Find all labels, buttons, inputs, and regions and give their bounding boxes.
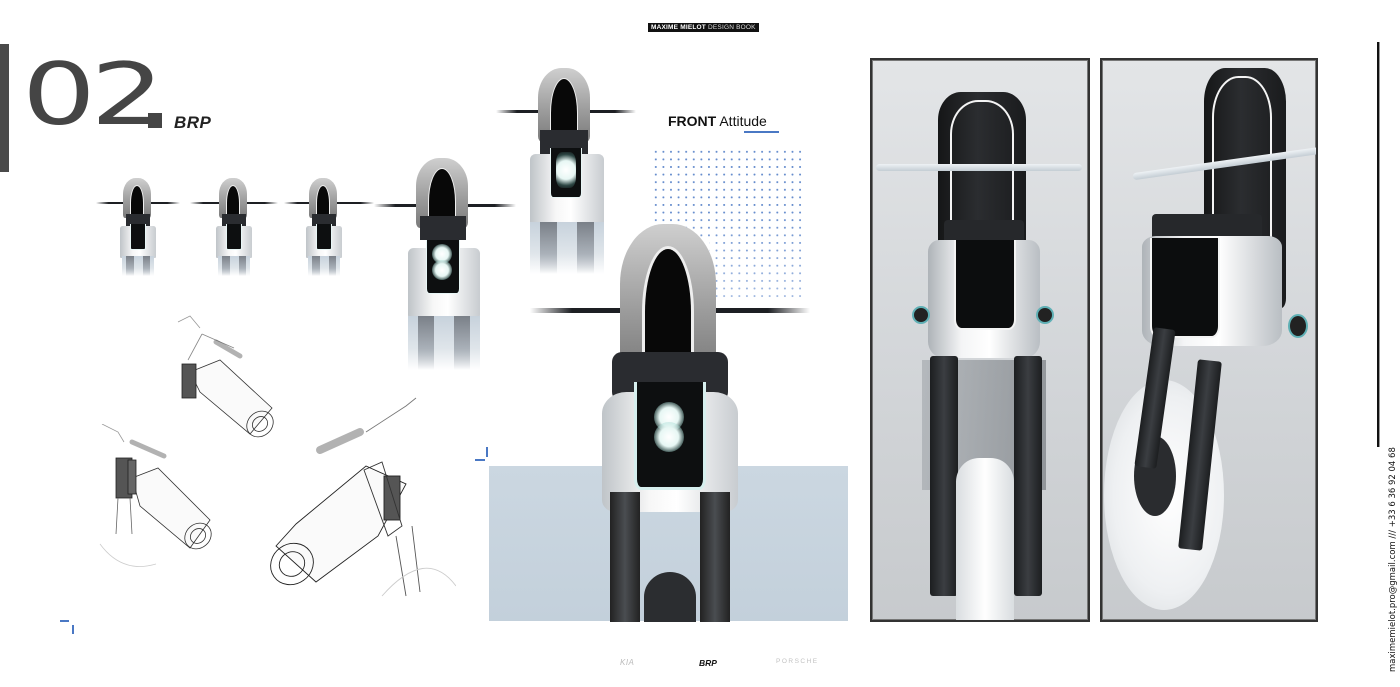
section-number: 02	[22, 45, 164, 145]
logo-kia: KIA	[620, 658, 635, 667]
corner-mark	[72, 625, 74, 634]
sketch-top	[177, 315, 274, 438]
caption-bold: FRONT	[668, 113, 717, 129]
contact-divider	[1377, 42, 1379, 447]
logo-porsche: PORSCHE	[776, 658, 819, 665]
contact-separator: ///	[1388, 529, 1398, 539]
front-render-thumb-1	[96, 176, 180, 278]
front-render-thumb-2	[190, 176, 278, 278]
caption-light: Attitude	[719, 113, 767, 129]
contact-info: maximemielot.pro@gmail.com /// +33 6 36 …	[1388, 447, 1398, 672]
section-brand: BRP	[174, 113, 212, 132]
front-render-main	[530, 222, 810, 622]
corner-mark	[60, 620, 69, 622]
front-render-thumb-5	[496, 66, 636, 276]
contact-phone[interactable]: +33 6 36 92 04 68	[1388, 447, 1398, 528]
badge-author: MAXIME MIELOT	[651, 24, 706, 31]
front-render-thumb-3	[284, 176, 374, 278]
badge-subtitle: DESIGN BOOK	[707, 24, 756, 31]
fork-left	[610, 492, 640, 622]
logo-brp: BRP	[699, 658, 717, 668]
section-number-dot	[148, 113, 162, 128]
sketch-right	[270, 397, 456, 597]
front-tire	[644, 572, 696, 622]
contact-email[interactable]: maximemielot.pro@gmail.com	[1388, 541, 1398, 672]
caption-underline	[744, 131, 779, 133]
corner-mark	[486, 447, 488, 457]
corner-mark	[475, 459, 485, 461]
fork-right	[700, 492, 730, 622]
front-photo-three-quarter	[1100, 58, 1318, 622]
section-marker-bar	[0, 44, 9, 172]
front-photo-straight	[870, 58, 1090, 622]
front-render-thumb-4	[374, 156, 516, 370]
sketch-left	[99, 424, 212, 567]
front-attitude-caption: FRONT Attitude	[668, 113, 767, 129]
design-book-badge: MAXIME MIELOT DESIGN BOOK	[648, 23, 759, 32]
